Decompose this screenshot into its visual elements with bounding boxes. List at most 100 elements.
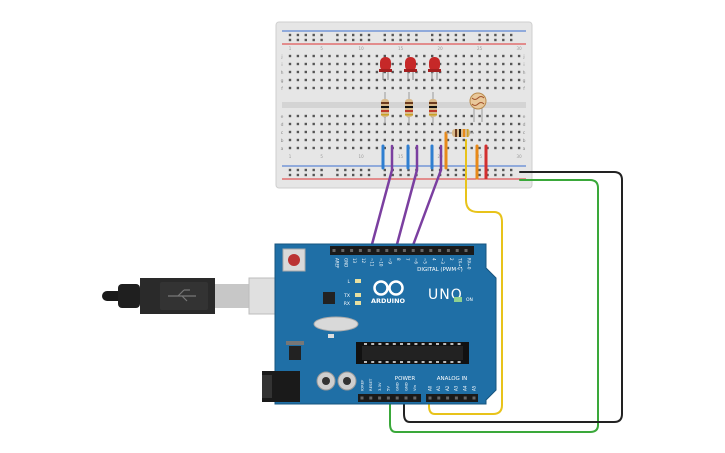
digital-pin-label: RX←0: [467, 258, 472, 270]
arduino-brand: ARDUINO: [371, 297, 406, 305]
wires: [369, 131, 623, 433]
digital-pin-label: AREF: [335, 258, 340, 269]
analog-header-label: ANALOG IN: [437, 376, 468, 382]
power-pin-label: 5V: [386, 386, 391, 391]
column-number: 10: [359, 154, 365, 159]
led-2: [404, 57, 417, 80]
analog-pin-label: A1: [436, 385, 441, 391]
arduino-infinity-logo: [373, 280, 404, 296]
row-letter: c: [281, 131, 284, 136]
reset-button[interactable]: [282, 248, 306, 272]
column-number: 20: [438, 46, 444, 51]
usb-icon: [168, 289, 196, 302]
power-pin-label: GND: [395, 382, 400, 391]
row-letter: d: [523, 122, 526, 128]
wire-purple-1: [369, 144, 394, 250]
label-on: ON: [466, 297, 473, 303]
board-name: UNO: [428, 287, 463, 303]
led-3: [428, 57, 441, 80]
led-1: [379, 57, 392, 80]
resistor-1: [381, 92, 389, 124]
row-letter: i: [281, 62, 282, 68]
photoresistor[interactable]: [469, 92, 487, 122]
atmega-chip: [362, 346, 463, 360]
column-number: 25: [477, 46, 483, 51]
column-number: 1: [289, 154, 292, 159]
row-letter: g: [281, 79, 284, 84]
breadboard-holes: [288, 33, 521, 177]
digital-pin-label: 12: [361, 258, 366, 264]
analog-pin-label: A3: [454, 385, 459, 391]
column-number: 5: [320, 154, 323, 159]
row-letter: g: [523, 79, 526, 84]
power-header-label: POWER: [395, 376, 416, 382]
analog-header: [426, 394, 478, 402]
digital-pin-label: ~9: [387, 258, 392, 264]
label-rx: RX: [344, 301, 350, 307]
crystal: [313, 316, 359, 332]
column-number: 10: [359, 46, 365, 51]
row-letter: f: [281, 86, 283, 92]
column-number: 15: [398, 46, 404, 51]
wire-yellow-a0: [428, 139, 503, 415]
label-tx: TX: [343, 293, 350, 299]
wire-purple-2: [394, 144, 419, 250]
led-resistors[interactable]: [381, 92, 437, 124]
row-letter: b: [281, 138, 284, 144]
digital-pin-label: 2: [449, 258, 454, 261]
row-letter: i: [523, 62, 524, 68]
wire-green-5v: [389, 179, 599, 433]
digital-pin-label: TX→1: [458, 257, 463, 270]
row-letter: j: [522, 54, 524, 60]
digital-pin-label: ~10: [379, 258, 384, 267]
wire-purple-3: [410, 144, 443, 250]
digital-header: [330, 246, 474, 255]
digital-pin-label: ~6: [414, 258, 419, 264]
row-letter: f: [523, 86, 525, 92]
pulldown-resistor[interactable]: [446, 129, 474, 137]
row-letter: c: [523, 131, 526, 136]
column-number: 15: [398, 154, 404, 159]
digital-pin-label: 13: [352, 258, 357, 264]
resistor-2: [405, 92, 413, 124]
power-pin-label: GND: [403, 382, 408, 391]
analog-pin-label: A2: [445, 385, 450, 391]
row-letter: a: [523, 147, 526, 152]
column-number: 25: [477, 154, 483, 159]
column-number: 5: [320, 46, 323, 51]
row-letter: d: [281, 122, 284, 128]
power-pin-label: 3.3V: [377, 382, 382, 391]
leds[interactable]: [379, 57, 441, 80]
analog-pin-label: A4: [463, 385, 468, 391]
digital-pin-label: ~11: [370, 258, 375, 267]
digital-pin-label: 8: [396, 258, 401, 261]
column-number: 30: [517, 46, 523, 51]
digital-pin-label: ~5: [423, 258, 428, 264]
row-letter: e: [281, 115, 284, 120]
row-letter: e: [523, 115, 526, 120]
digital-pin-label: GND: [343, 258, 348, 267]
digital-pin-label: ~3: [440, 258, 445, 264]
wire-black-gnd: [403, 171, 623, 423]
row-letter: j: [280, 54, 282, 60]
row-letter: h: [523, 70, 526, 76]
power-pin-label: Vin: [412, 384, 417, 391]
column-number: 1: [289, 46, 292, 51]
digital-header-label: DIGITAL (PWM~): [417, 267, 463, 273]
power-pin-label: RESET: [368, 378, 373, 391]
analog-pin-label: A0: [427, 385, 432, 391]
resistor-3: [429, 92, 437, 124]
digital-pin-label: 7: [405, 258, 410, 261]
digital-pin-label: 4: [431, 258, 436, 261]
analog-pin-label: A5: [471, 385, 476, 391]
row-letter: a: [281, 147, 284, 152]
power-pin-label: IOREF: [359, 380, 364, 391]
usb-cable[interactable]: [102, 277, 292, 315]
column-number: 30: [517, 154, 523, 159]
row-letter: b: [523, 138, 526, 144]
